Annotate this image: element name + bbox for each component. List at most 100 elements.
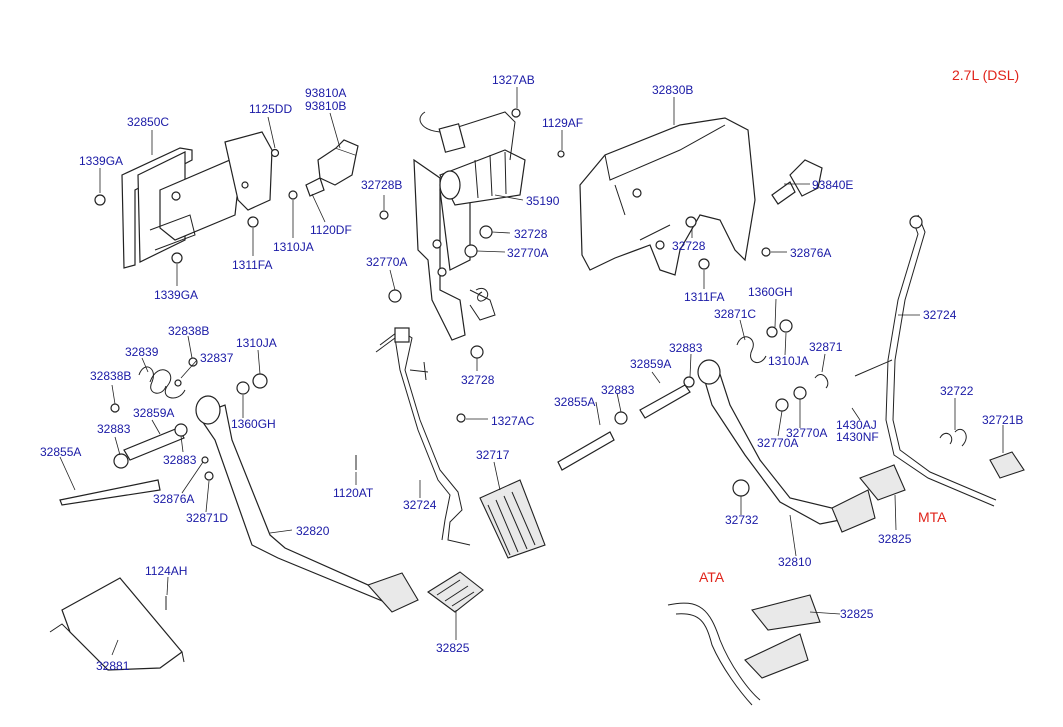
label-32855a-left: 32855A [40,445,81,459]
label-1339ga-top: 1339GA [79,154,123,168]
label-32883-leftb: 32883 [163,453,197,467]
label-32728-low: 32728 [461,373,495,387]
clip-32838b-upper [188,357,198,367]
label-1120df: 1120DF [310,223,352,237]
label-32883-rightb: 32883 [601,383,635,397]
nut-1339ga-upper [94,194,106,206]
label-32728-right: 32728 [672,239,706,253]
label-32883-right: 32883 [669,341,703,355]
label-32871d: 32871D [186,511,228,525]
bushing-32770a-a [464,244,478,258]
label-32830b: 32830B [652,83,693,97]
label-1339ga-bottom: 1339GA [154,288,198,302]
label-1311fa-top: 1311FA [232,258,272,272]
label-32881: 32881 [96,659,130,673]
label-32855a-right: 32855A [554,395,595,409]
label-1360gh-left: 1360GH [231,417,276,431]
label-1430aj: 1430AJ [836,418,877,432]
pedal-pad-32717-drawing [479,479,546,559]
label-32724-center: 32724 [403,498,437,512]
bushing-32876a [761,247,771,257]
nut-1310ja-left [252,373,268,389]
label-32722: 32722 [940,384,974,398]
nut-1311fa-top [247,216,259,228]
bushing-32770a-right-b [775,398,789,412]
label-32837: 32837 [200,351,234,365]
bushing-32728-a [479,225,493,239]
label-1129af: 1129AF [542,116,583,130]
label-1125dd: 1125DD [249,102,292,116]
label-32876a-right: 32876A [790,246,831,260]
bushing-32728-b [470,345,484,359]
nut-1327ab [511,108,521,118]
label-32839: 32839 [125,345,159,359]
bushing-32883-right-b [614,411,628,425]
part-labels: 32850C 1125DD 93810A 93810B 1339GA 1120D… [40,73,1023,673]
nut-1310ja-right [779,319,793,333]
clutch-bracket-drawing [579,117,823,276]
label-1360gh-right: 1360GH [748,285,793,299]
cover-32881-drawing [49,577,185,671]
label-1327ac: 1327AC [491,414,535,428]
label-35190: 35190 [526,194,560,208]
nut-1310ja-top [288,190,298,200]
clip-32728b [379,210,389,220]
label-1310ja-right: 1310JA [768,354,809,368]
ata-variant-label: ATA [699,569,725,585]
bushing-32728-c [685,216,697,228]
label-32825-ata: 32825 [840,607,874,621]
bolt-1125dd [270,148,280,158]
label-32871c: 32871C [714,307,756,321]
bushing-32770a-right-a [793,386,807,400]
clip-32837 [174,379,182,387]
ata-pedal-drawing [667,594,821,706]
label-32859a-right: 32859A [630,357,671,371]
washer-1360gh-left [236,381,250,395]
label-32820: 32820 [296,524,330,538]
label-32770a-right-b: 32770A [757,436,798,450]
label-1310ja-top: 1310JA [273,240,314,254]
bushing-32871d [204,471,214,481]
label-32850c: 32850C [127,115,169,129]
mta-variant-label: MTA [918,509,947,525]
label-93840e: 93840E [812,178,853,192]
label-32876a-left: 32876A [153,492,194,506]
bushing-32770a-b [388,289,402,303]
clutch-pedal-drawing [557,336,906,533]
label-32838b-left: 32838B [90,369,131,383]
label-32825-mta: 32825 [878,532,912,546]
washer-1360gh-right [766,326,778,338]
label-1311fa-right: 1311FA [684,290,724,304]
leader-lines [59,87,1004,656]
label-32770a-right-a: 32770A [786,426,827,440]
label-1120at: 1120AT [333,486,374,500]
brake-bracket-drawing [121,131,273,269]
label-32728-mid: 32728 [514,227,548,241]
label-32825-center: 32825 [436,641,470,655]
nut-1327ac [456,413,466,423]
label-32883-left: 32883 [97,422,131,436]
label-1124ah: 1124AH [145,564,187,578]
label-32859a-left: 32859A [133,406,174,420]
bolt-1129af [557,150,565,158]
pedal-pad-center-drawing [427,571,484,613]
accelerator-pedal-drawing [375,327,471,546]
label-32770a-left: 32770A [366,255,407,269]
label-93810a: 93810A [305,86,346,100]
label-1430nf: 1430NF [836,430,879,444]
label-32721b: 32721B [982,413,1023,427]
bushing-32883-left-a [174,423,188,437]
spring-32871 [814,374,829,389]
label-93810b: 93810B [305,99,346,113]
bushing-32883-left-b [113,453,129,469]
label-32728b: 32728B [361,178,402,192]
nut-1339ga-lower [171,252,183,264]
label-32770a-mid: 32770A [507,246,548,260]
bushing-32883-right-a [683,376,695,388]
label-32724-right: 32724 [923,308,957,322]
brake-switch-drawing [305,139,359,197]
nut-1311fa-right [698,258,710,270]
stopper-32732 [732,479,750,497]
label-1327ab: 1327AB [492,73,535,87]
